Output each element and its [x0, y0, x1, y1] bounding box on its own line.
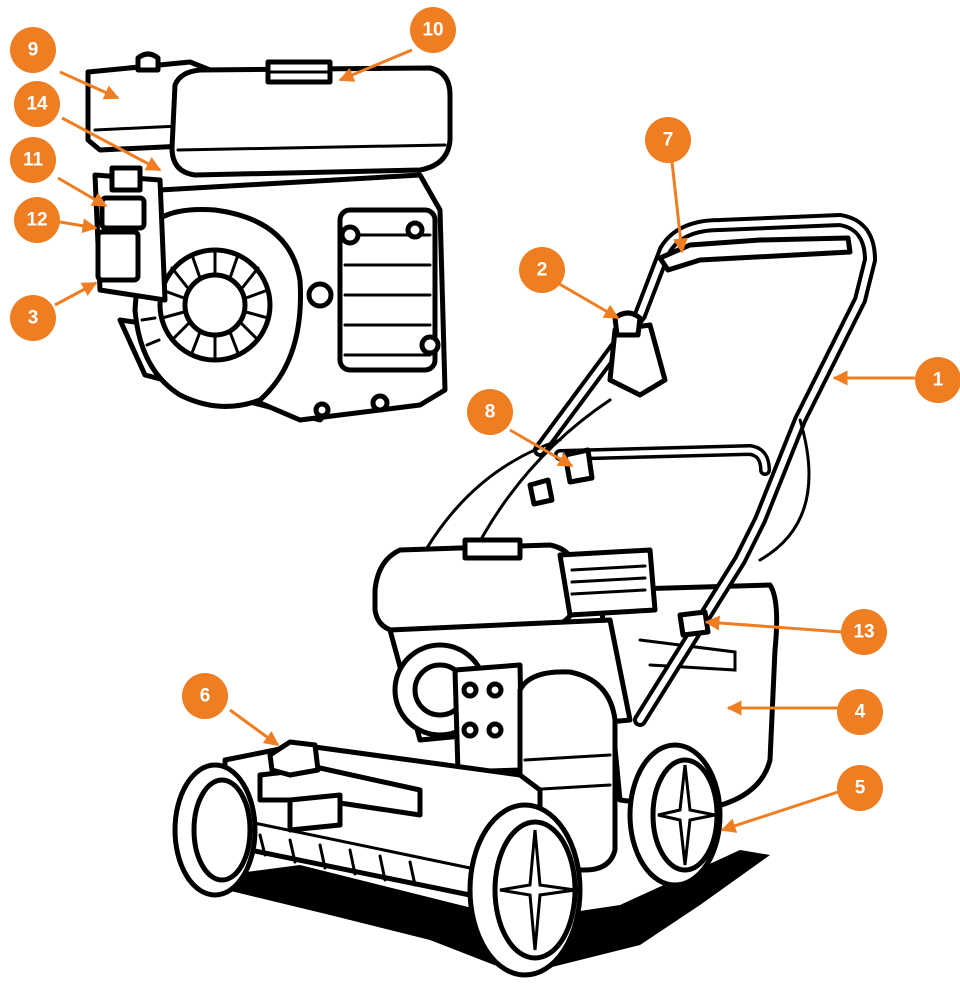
svg-text:7: 7	[663, 130, 674, 151]
leader-11	[57, 176, 108, 208]
svg-text:14: 14	[26, 94, 48, 115]
svg-text:11: 11	[23, 150, 44, 171]
callout-3: 3	[10, 295, 56, 341]
engine-illustration	[85, 51, 453, 423]
leader-5	[720, 790, 839, 833]
leader-13	[704, 615, 843, 634]
leader-2	[555, 280, 620, 320]
leader-6	[229, 708, 280, 747]
svg-text:13: 13	[853, 622, 874, 643]
svg-text:3: 3	[28, 308, 39, 329]
callout-7: 7	[645, 117, 691, 163]
svg-text:12: 12	[26, 210, 47, 231]
callout-4: 4	[837, 689, 883, 735]
callout-8: 8	[467, 389, 513, 435]
svg-text:8: 8	[485, 402, 496, 423]
callout-badges: 1 2 3 4 5 6 7 8 9 10 11 12 13 14	[10, 7, 960, 811]
svg-text:9: 9	[28, 40, 39, 61]
callout-10: 10	[410, 7, 456, 53]
callout-9: 9	[10, 27, 56, 73]
callout-14: 14	[14, 81, 60, 127]
callout-2: 2	[519, 247, 565, 293]
svg-text:5: 5	[855, 778, 866, 799]
leader-10	[338, 48, 413, 82]
callout-leaders	[54, 48, 915, 833]
leader-9	[59, 70, 120, 100]
callout-13: 13	[841, 609, 887, 655]
leader-3	[54, 281, 98, 307]
leader-14	[61, 116, 162, 172]
svg-text:4: 4	[855, 702, 866, 723]
svg-text:6: 6	[200, 686, 211, 707]
svg-text:10: 10	[422, 20, 443, 41]
scarifier-illustration	[172, 213, 877, 978]
callout-1: 1	[915, 357, 960, 403]
svg-text:1: 1	[933, 370, 944, 391]
callout-5: 5	[837, 765, 883, 811]
callout-11: 11	[10, 137, 56, 183]
leader-7	[670, 161, 688, 254]
callout-6: 6	[182, 673, 228, 719]
leader-8	[509, 428, 574, 468]
callout-12: 12	[14, 197, 60, 243]
svg-text:2: 2	[537, 260, 548, 281]
leader-12	[59, 218, 98, 234]
